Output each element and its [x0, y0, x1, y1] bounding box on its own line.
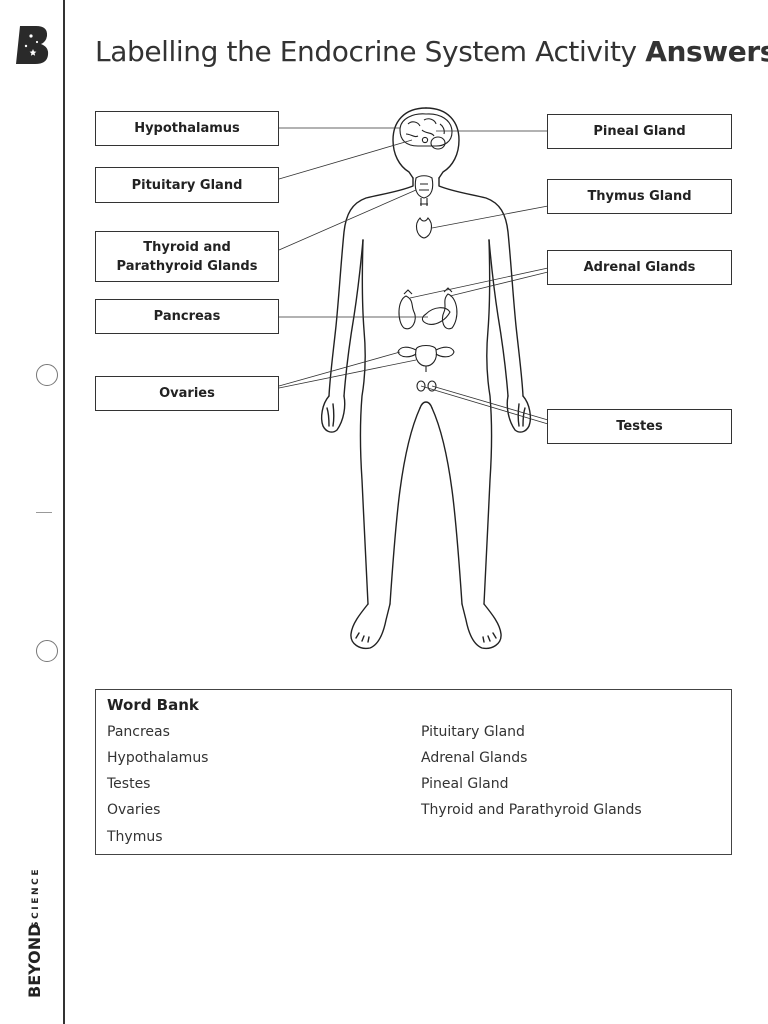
leader-ovaries-left: [278, 351, 401, 387]
word-bank-item: Pituitary Gland: [421, 724, 525, 740]
word-bank-item: Testes: [107, 776, 151, 792]
word-bank-item: Ovaries: [107, 802, 161, 818]
leader-adrenal-right: [449, 271, 549, 297]
label-text: Testes: [616, 419, 663, 434]
margin-line: [63, 0, 65, 1024]
label-text: Adrenal Glands: [583, 260, 696, 275]
brand-word: BEYOND: [25, 924, 44, 998]
label-text: Hypothalamus: [134, 121, 240, 136]
title-emphasis: Answers: [645, 35, 768, 68]
leader-ovaries-right: [278, 359, 417, 389]
word-bank-item: Pancreas: [107, 724, 170, 740]
label-text: Thymus Gland: [587, 189, 692, 204]
label-pancreas: Pancreas: [95, 299, 279, 334]
label-text-line1: Thyroid and: [143, 239, 231, 255]
leader-thyroid: [278, 189, 417, 251]
organs: [397, 113, 458, 392]
label-thyroid: Thyroid and Parathyroid Glands: [95, 231, 279, 282]
word-bank-item: Thyroid and Parathyroid Glands: [421, 802, 642, 818]
label-text-line2: Parathyroid Glands: [116, 258, 258, 274]
label-text: Ovaries: [159, 386, 215, 401]
word-bank-title: Word Bank: [107, 696, 199, 714]
label-pineal: Pineal Gland: [547, 114, 732, 149]
label-testes: Testes: [547, 409, 732, 444]
body-outline: [320, 107, 532, 650]
word-bank: Word Bank Pancreas Hypothalamus Testes O…: [95, 689, 732, 855]
fold-mark: [36, 512, 52, 513]
leader-testes-right: [431, 385, 549, 421]
brand-sub: SCIENCE: [31, 867, 41, 928]
leader-lines: [278, 127, 549, 425]
label-adrenal: Adrenal Glands: [547, 250, 732, 285]
word-bank-item: Pineal Gland: [421, 776, 509, 792]
beyond-logo-icon: [16, 26, 49, 64]
leader-testes-left: [420, 385, 549, 425]
label-pituitary: Pituitary Gland: [95, 167, 279, 203]
binder-hole-top: [36, 364, 58, 386]
label-thymus: Thymus Gland: [547, 179, 732, 214]
word-bank-item: Hypothalamus: [107, 750, 209, 766]
title-main: Labelling the Endocrine System Activity: [95, 35, 637, 68]
leader-thymus: [431, 205, 549, 229]
word-bank-item: Adrenal Glands: [421, 750, 528, 766]
leader-adrenal-left: [409, 267, 549, 299]
page-title: Labelling the Endocrine System Activity …: [95, 35, 768, 68]
word-bank-item: Thymus: [107, 829, 163, 845]
label-hypothalamus: Hypothalamus: [95, 111, 279, 146]
leader-pituitary: [278, 139, 413, 180]
label-text: Pituitary Gland: [131, 177, 243, 193]
brand-wordmark: BEYOND SCIENCE: [25, 867, 44, 998]
binder-hole-bottom: [36, 640, 58, 662]
label-ovaries: Ovaries: [95, 376, 279, 411]
label-text: Pineal Gland: [593, 124, 686, 139]
label-text: Pancreas: [153, 309, 221, 324]
